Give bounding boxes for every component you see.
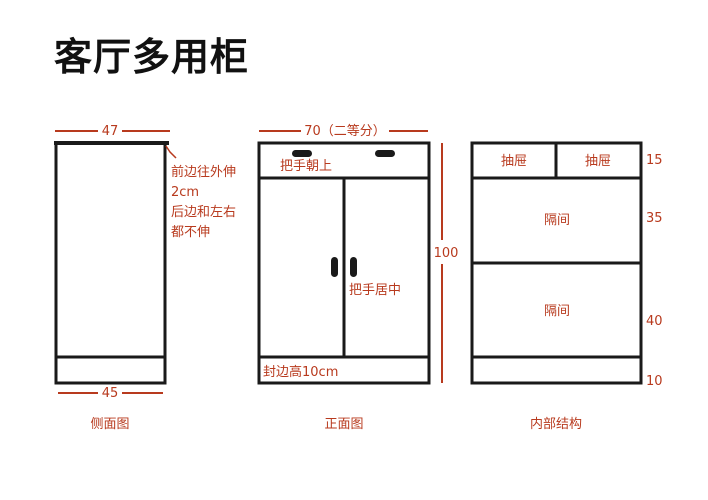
front-view-caption: 正面图 bbox=[324, 417, 363, 432]
door-handle-left-icon bbox=[331, 257, 338, 277]
side-note-line-4: 都不伸 bbox=[171, 225, 210, 240]
side-note-line-2: 2cm bbox=[171, 185, 199, 200]
side-width-top-label: 47 bbox=[102, 124, 119, 139]
base-height-note: 封边高10cm bbox=[263, 364, 338, 380]
handle-center-note: 把手居中 bbox=[349, 283, 401, 298]
shelf-bottom-label: 隔间 bbox=[544, 304, 570, 319]
front-height-label: 100 bbox=[434, 246, 459, 261]
side-note-line-1: 前边往外伸 bbox=[171, 164, 236, 180]
side-note-leader bbox=[165, 145, 177, 159]
side-body-outline bbox=[54, 141, 167, 385]
front-view: 70（二等分） 把手朝上 把手居中 封边高10cm 100 正面图 bbox=[257, 123, 459, 432]
front-width-label: 70（二等分） bbox=[304, 123, 386, 139]
handle-top-note: 把手朝上 bbox=[280, 159, 332, 174]
side-view: 47 45 前边往外伸 2cm 后边和左右 都不伸 侧面图 bbox=[54, 124, 236, 432]
side-note-line-3: 后边和左右 bbox=[171, 205, 236, 220]
drawer-right-label: 抽屉 bbox=[585, 154, 611, 169]
interior-view-caption: 内部结构 bbox=[530, 416, 582, 432]
side-view-caption: 侧面图 bbox=[90, 417, 129, 432]
front-body-outline bbox=[257, 141, 431, 385]
interior-view: 抽屉 抽屉 隔间 隔间 15 35 40 10 内部结构 bbox=[470, 141, 663, 432]
height-40-label: 40 bbox=[646, 314, 663, 329]
page-title: 客厅多用柜 bbox=[54, 35, 250, 79]
drawer-left-label: 抽屉 bbox=[501, 154, 527, 169]
drawer-handle-left-icon bbox=[292, 150, 312, 157]
height-10-label: 10 bbox=[646, 374, 663, 389]
side-width-bottom-label: 45 bbox=[102, 386, 119, 401]
shelf-top-label: 隔间 bbox=[544, 213, 570, 228]
height-35-label: 35 bbox=[646, 211, 663, 226]
door-handle-right-icon bbox=[350, 257, 357, 277]
drawer-handle-right-icon bbox=[375, 150, 395, 157]
height-15-label: 15 bbox=[646, 153, 663, 168]
